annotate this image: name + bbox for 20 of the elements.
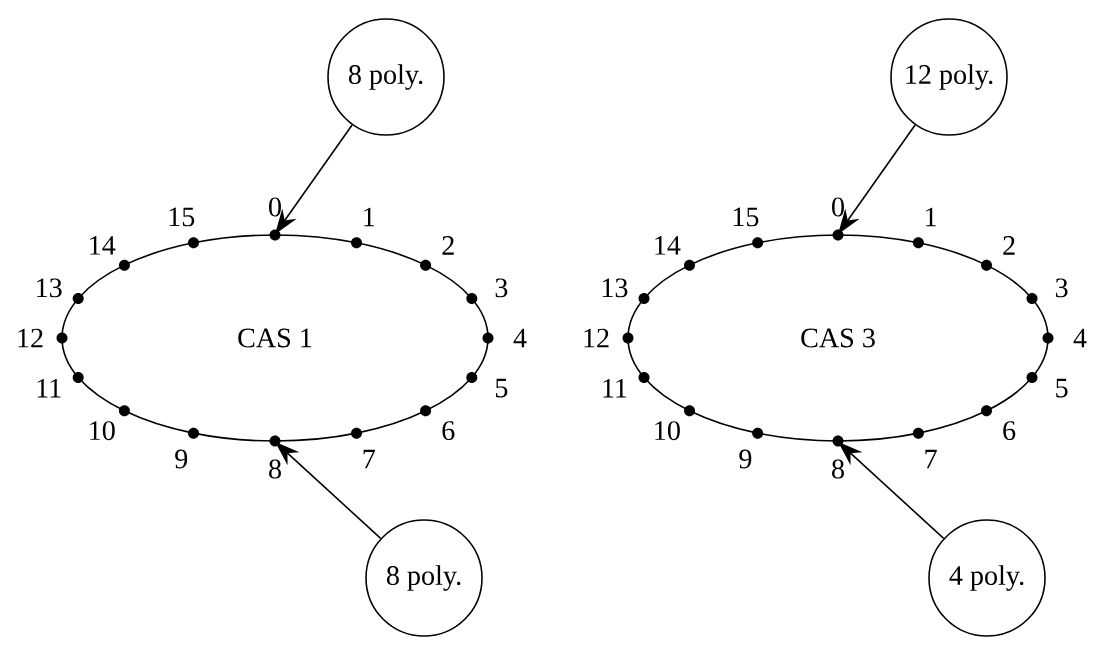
- point-number: 8: [832, 459, 844, 479]
- circle-node: 4 poly.: [928, 519, 1046, 637]
- point-number: 2: [1003, 236, 1015, 255]
- circle-node: 8 poly.: [327, 18, 445, 136]
- circle-node: 8 poly.: [365, 519, 483, 637]
- point-number: 10: [90, 421, 115, 441]
- point-number: 0: [269, 197, 281, 217]
- point-number: 1: [364, 207, 375, 227]
- point-number: 6: [442, 421, 455, 441]
- point-number: 14: [90, 236, 116, 255]
- point-number: 8: [269, 459, 281, 479]
- circle-node: 12 poly.: [890, 18, 1008, 136]
- point-number: 14: [655, 236, 681, 255]
- point-number: 0: [832, 197, 844, 217]
- point-number: 6: [1003, 421, 1016, 441]
- point-number: 7: [363, 449, 375, 469]
- point-number: 10: [655, 421, 680, 441]
- point-number: 7: [925, 449, 937, 469]
- point-number: 1: [926, 207, 936, 227]
- point-number: 2: [442, 236, 454, 255]
